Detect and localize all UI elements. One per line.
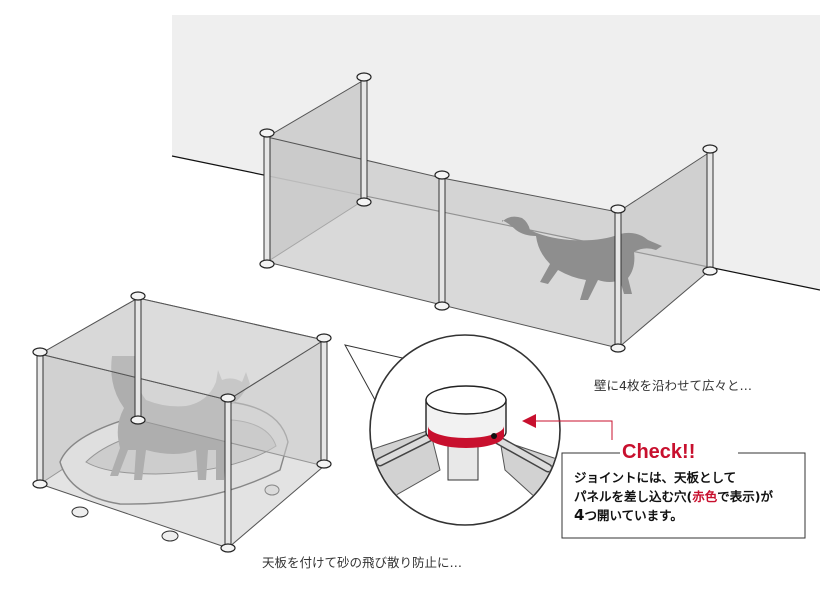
check-line-2-mid: で表示 — [717, 489, 755, 504]
box-fence — [32, 291, 332, 553]
check-line-3: 4つ開いています。 — [574, 506, 773, 525]
wall-fence — [259, 72, 718, 353]
check-line-1: ジョイントには、天板として — [574, 470, 737, 485]
caption-wall: 壁に4枚を沿わせて広々と… — [594, 378, 752, 393]
check-line-2-pre: パネルを差し込む穴( — [574, 489, 693, 504]
check-box-frame — [561, 452, 806, 539]
check-title: Check!! — [622, 441, 696, 463]
caption-top-panel: 天板を付けて砂の飛び散り防止に… — [262, 555, 463, 570]
check-description: ジョイントには、天板として パネルを差し込む穴(赤色で表示)が 4つ開いています… — [574, 468, 773, 525]
check-line-2-post: )が — [754, 489, 773, 504]
red-pointer-arrow — [522, 414, 536, 428]
check-line-3-rest: つ開いています。 — [584, 508, 683, 523]
check-count: 4 — [574, 506, 585, 524]
joint-zoom-callout — [344, 334, 613, 526]
dog-silhouette — [502, 216, 662, 300]
check-red-word: 赤色 — [692, 489, 718, 504]
joint-red-band — [428, 426, 504, 448]
check-line-2: パネルを差し込む穴(赤色で表示)が — [574, 487, 773, 506]
